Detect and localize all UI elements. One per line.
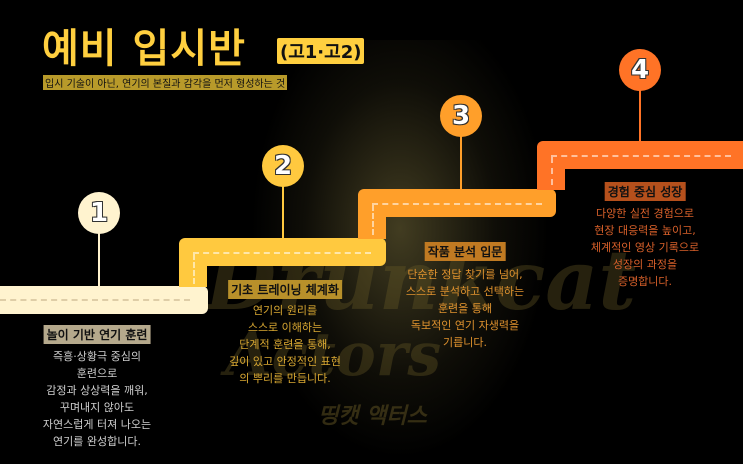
desc-line: 현장 대응력을 높이고, bbox=[594, 224, 696, 237]
step-3-description: 단순한 정답 찾기를 넘어, 스스로 분석하고 선택하는 훈련을 통해 독보적인… bbox=[406, 266, 524, 351]
step-1-title: 놀이 기반 연기 훈련 bbox=[43, 325, 151, 344]
desc-line: 깊이 있고 안정적인 표현 bbox=[229, 355, 341, 368]
desc-line: 독보적인 연기 자생력을 bbox=[410, 319, 520, 332]
desc-line: 의 뿌리를 만듭니다. bbox=[239, 372, 331, 385]
step-2-title: 기초 트레이닝 체계화 bbox=[228, 280, 342, 299]
step-2-stem bbox=[282, 186, 284, 238]
watermark-logo-line2: Actors bbox=[225, 320, 442, 390]
desc-line: 다양한 실전 경험으로 bbox=[595, 207, 695, 220]
desc-line: 연기를 완성합니다. bbox=[53, 435, 141, 448]
desc-line: 스스로 이해하는 bbox=[247, 321, 323, 334]
desc-line: 증명합니다. bbox=[617, 275, 673, 288]
step-2-dash bbox=[193, 252, 371, 254]
step-4-title: 경험 중심 성장 bbox=[604, 182, 686, 201]
step-1-dash bbox=[0, 299, 190, 301]
desc-line: 성장의 과정을 bbox=[612, 258, 678, 271]
grade-badge: (고1·고2) bbox=[277, 38, 365, 64]
step-4-number: 4 bbox=[619, 49, 661, 91]
step-4-stem bbox=[639, 90, 641, 141]
desc-line: 단순한 정답 찾기를 넘어, bbox=[407, 268, 523, 281]
step-4-dash bbox=[551, 155, 731, 157]
step-1-stem bbox=[98, 232, 100, 287]
watermark-korean: 띵캣 액터스 bbox=[318, 404, 427, 429]
desc-line: 감정과 상상력을 깨워, bbox=[46, 384, 148, 397]
desc-line: 즉흥·상황극 중심의 bbox=[53, 350, 141, 363]
step-2-description: 연기의 원리를 스스로 이해하는 단계적 훈련을 통해, 깊이 있고 안정적인 … bbox=[229, 302, 341, 387]
desc-line: 훈련을 통해 bbox=[437, 302, 493, 315]
page-title: 예비 입시반 bbox=[42, 26, 246, 72]
desc-line: 훈련으로 bbox=[76, 367, 118, 380]
desc-line: 단계적 훈련을 통해, bbox=[239, 338, 331, 351]
step-3-dash bbox=[372, 203, 542, 205]
desc-line: 꾸며내지 않아도 bbox=[59, 401, 135, 414]
desc-line: 자연스럽게 터져 나오는 bbox=[42, 418, 152, 431]
step-3-stem bbox=[460, 136, 462, 189]
step-4-vdash bbox=[551, 157, 553, 185]
step-1-number: 1 bbox=[78, 192, 120, 234]
step-3-vdash bbox=[372, 205, 374, 235]
page-subtitle: 입시 기술이 아닌, 연기의 본질과 감각을 먼저 형성하는 것 bbox=[43, 75, 288, 90]
step-1-description: 즉흥·상황극 중심의 훈련으로 감정과 상상력을 깨워, 꾸며내지 않아도 자연… bbox=[43, 348, 151, 450]
step-4-description: 다양한 실전 경험으로 현장 대응력을 높이고, 체계적인 영상 기록으로 성장… bbox=[591, 205, 699, 290]
desc-line: 기릅니다. bbox=[443, 336, 487, 349]
step-3-title: 작품 분석 입문 bbox=[424, 242, 506, 261]
step-2-vdash bbox=[193, 254, 195, 284]
step-3-number: 3 bbox=[440, 95, 482, 137]
step-2-number: 2 bbox=[262, 145, 304, 187]
desc-line: 스스로 분석하고 선택하는 bbox=[405, 285, 525, 298]
desc-line: 연기의 원리를 bbox=[252, 304, 318, 317]
desc-line: 체계적인 영상 기록으로 bbox=[590, 241, 700, 254]
